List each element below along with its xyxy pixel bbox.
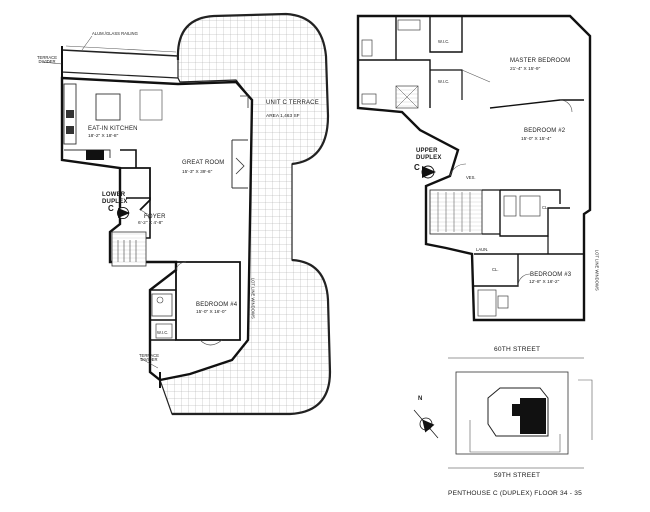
wic-label-b: W.I.C.: [438, 79, 450, 84]
foyer-label: FOYER: [144, 214, 166, 220]
upper-floor-plan: [356, 14, 592, 322]
great-room-label: GREAT ROOM: [182, 160, 225, 166]
lower-floor-plan: [41, 12, 332, 416]
north-letter: N: [418, 396, 423, 402]
bedroom4-dims: 15'-0" X 16'-0": [196, 310, 227, 315]
kitchen-label: EAT-IN KITCHEN: [88, 126, 138, 132]
master-bedroom-label: MASTER BEDROOM: [510, 58, 571, 64]
kitchen-dims: 18'-2" X 18'-8": [88, 134, 119, 139]
bedroom3-dims: 12'-8" X 16'-2": [529, 280, 560, 285]
closet-label-a: CL.: [542, 205, 549, 210]
lot-line-note-right: LOT LINE WINDOWS: [594, 249, 600, 291]
terrace-divider-label-top: TERRACE DIVIDER: [36, 55, 57, 65]
terrace-area-label: AREA 1,463 SF: [266, 114, 300, 119]
upper-duplex-label-1: UPPER: [416, 148, 438, 154]
bedroom2-label: BEDROOM #2: [524, 128, 566, 134]
wic-label-a: W.I.C.: [438, 39, 450, 44]
master-bedroom-dims: 21'-4" X 15'-9": [510, 67, 541, 72]
bedroom4-label: BEDROOM #4: [196, 302, 238, 308]
lower-duplex-label-2: DUPLEX: [102, 199, 128, 205]
key-plan: [413, 357, 593, 469]
closet-label: W.I.C.: [157, 330, 169, 335]
terrace-divider-label-bottom: TERRACE DIVIDER: [138, 353, 159, 363]
railing-note: ALUM./GLASS RAILING: [92, 31, 138, 36]
vestibule-label: VES.: [466, 175, 476, 180]
terrace-name: UNIT C TERRACE: [266, 100, 319, 106]
south-street-label: 59TH STREET: [494, 472, 541, 479]
foyer-dims: 6'-2" X 4'-8": [138, 221, 163, 226]
bedroom3-label: BEDROOM #3: [530, 272, 572, 278]
upper-section-marker: C: [414, 163, 420, 172]
bedroom2-dims: 15'-0" X 15'-4": [521, 137, 552, 142]
lot-line-note-left: LOT LINE WINDOWS: [250, 277, 256, 319]
laundry-label: LAUN.: [476, 247, 489, 252]
upper-duplex-label-2: DUPLEX: [416, 155, 442, 161]
lower-duplex-label-1: LOWER: [102, 192, 126, 198]
lower-section-marker: C: [108, 204, 114, 213]
great-room-dims: 15'-3" X 39'-6": [182, 170, 213, 175]
north-street-label: 60TH STREET: [494, 346, 541, 353]
closet-label-b: CL.: [492, 267, 499, 272]
north-arrow-icon: [413, 409, 439, 439]
unit-highlight: [512, 398, 546, 434]
plan-caption: PENTHOUSE C (DUPLEX) FLOOR 34 - 35: [448, 490, 582, 497]
